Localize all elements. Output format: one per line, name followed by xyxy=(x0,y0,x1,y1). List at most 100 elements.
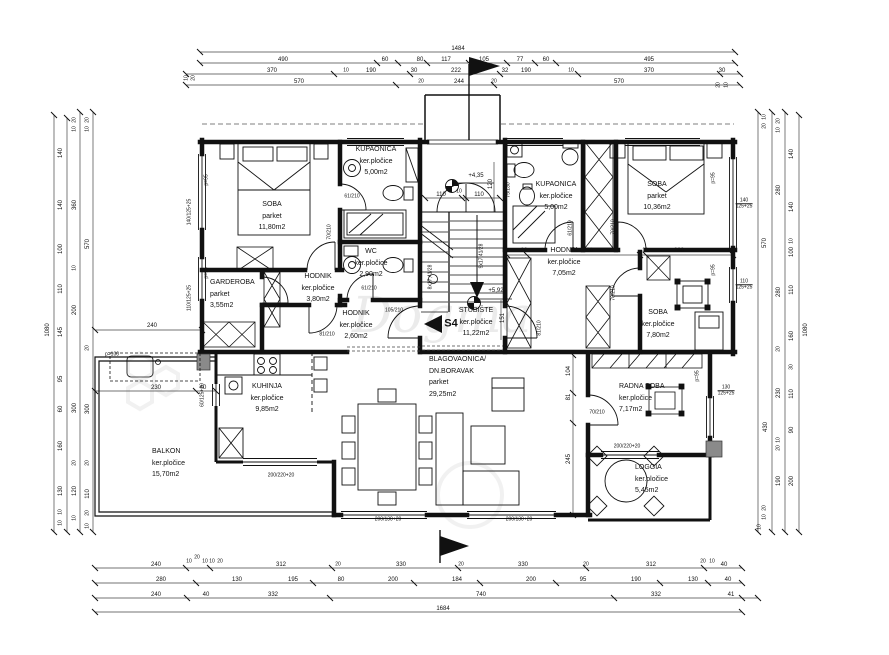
dim-label: 20 xyxy=(84,117,91,123)
dim-label: 10 xyxy=(57,509,64,515)
kitchen-corner-unit xyxy=(196,353,211,371)
dim-label: 1080 xyxy=(45,323,51,337)
door-size-label: 61/210 xyxy=(344,193,360,200)
room-finish: DN.BORAVAK xyxy=(429,367,474,375)
room-area: 11,80m2 xyxy=(258,224,286,231)
dim-label: 245 xyxy=(566,453,572,465)
dim-label: 10 xyxy=(456,188,462,195)
room-finish: ker.pločice xyxy=(635,475,669,483)
dim-label: 244 xyxy=(453,79,465,85)
room-finish: ker.pločice xyxy=(539,192,573,200)
dim-label: 20 xyxy=(217,558,223,565)
dim-label: 10 xyxy=(756,524,763,530)
room-name: WC xyxy=(365,248,377,255)
room-finish: ker.pločice xyxy=(619,394,653,402)
dim-label: 10 xyxy=(709,558,715,565)
dim-label: 140 xyxy=(789,148,795,160)
dim-label: 90 xyxy=(789,426,795,434)
room-area: 9,85m2 xyxy=(255,406,279,413)
dim-label: 330 xyxy=(395,562,407,568)
dim-label: 20 xyxy=(775,118,782,124)
dim-label: 30 xyxy=(788,364,795,370)
dim-label: 200 xyxy=(789,475,795,487)
room-area: 2,90m2 xyxy=(359,271,383,278)
dim-label: 10 xyxy=(568,67,574,74)
room-name: SOBA xyxy=(648,309,668,316)
dim-label: 570 xyxy=(762,237,768,249)
dim-label: 32 xyxy=(501,68,509,74)
parapet-label: p=95 xyxy=(203,267,210,279)
dim-label: 95 xyxy=(58,375,64,383)
dim-label: 130 xyxy=(58,485,64,497)
dim-label: 20 xyxy=(194,554,200,561)
window-size-label: 200/130+20 xyxy=(505,516,533,523)
dim-label: 230 xyxy=(150,385,162,391)
dim-label: 105 xyxy=(478,57,490,63)
window-size-label: 60/125+20 xyxy=(199,383,206,407)
dim-label: 110 xyxy=(85,489,91,499)
dim-label: 190 xyxy=(776,475,782,487)
dim-label: 130 xyxy=(231,577,243,583)
door-size-label: 70/210 xyxy=(326,224,333,240)
dim-label: 100 xyxy=(789,246,795,258)
dim-label: 360 xyxy=(72,199,78,211)
stair-direction-arrow xyxy=(470,282,484,298)
bed-right xyxy=(609,141,723,215)
parapet-label: p=95 xyxy=(694,370,701,382)
room-finish: ker.pločice xyxy=(339,321,373,329)
section-flag-top xyxy=(468,57,500,140)
apartment-marker: S4 xyxy=(444,317,458,330)
dim-label: 77 xyxy=(516,57,524,63)
section-flag-bottom xyxy=(439,530,469,563)
room-area: 10,36m2 xyxy=(643,204,671,211)
dim-label: 570 xyxy=(293,79,305,85)
dim-label: 95 xyxy=(579,577,587,583)
room-finish: parket xyxy=(262,212,282,220)
bed-left xyxy=(219,142,329,236)
door-size-label: 70/210 xyxy=(610,219,617,235)
dim-label: 20 xyxy=(491,78,497,85)
dim-label: 20 xyxy=(84,510,91,516)
dim-label: 20 xyxy=(190,75,197,81)
dim-label: 20 xyxy=(71,460,78,466)
dim-label: 10 xyxy=(186,558,192,565)
dim-label: 1684 xyxy=(436,606,450,612)
dim-label: 230 xyxy=(776,387,782,399)
door-size-label: 70/210 xyxy=(610,285,617,301)
dim-label: 140 xyxy=(58,147,64,159)
room-name: BALKON xyxy=(152,448,181,455)
dim-label: 184 xyxy=(451,577,463,583)
room-finish: ker.pločice xyxy=(354,259,388,267)
dim-label: 20 xyxy=(71,117,78,123)
dim-label: 190 xyxy=(365,68,377,74)
dining-set xyxy=(341,388,433,506)
dim-label: 200 xyxy=(387,577,399,583)
dim-label: 312 xyxy=(275,562,287,568)
entry-porch xyxy=(424,94,501,140)
room-finish: ker.pločice xyxy=(459,318,493,326)
dim-label: 110 xyxy=(789,389,795,399)
dim-label: 280 xyxy=(776,286,782,298)
dim-label: 60 xyxy=(520,248,528,254)
dim-label: 110 xyxy=(789,285,795,295)
dim-label: 10 xyxy=(71,126,78,132)
dim-label: 300 xyxy=(582,248,594,254)
room-area: 3,80m2 xyxy=(306,296,330,303)
stair-flight-label: 9x17,41/28 xyxy=(478,243,485,269)
dim-label: 160 xyxy=(58,440,64,452)
door-size-label: 61/210 xyxy=(361,285,377,292)
room-area: 5,45m2 xyxy=(635,487,659,494)
dim-label: 495 xyxy=(643,57,655,63)
room-name: HODNIK xyxy=(550,247,578,254)
dim-label: 41 xyxy=(727,592,735,598)
dim-label: 10 xyxy=(183,75,190,81)
